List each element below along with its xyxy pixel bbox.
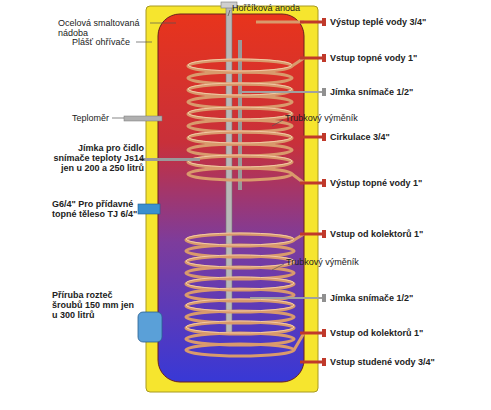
upper-coil-highlight: [188, 59, 292, 167]
sensor-pipe: [250, 297, 324, 299]
pipe-end: [322, 230, 326, 238]
part-label: Trubkový výměník: [286, 257, 366, 267]
leader-line: [112, 118, 124, 119]
thermometer: [124, 116, 162, 121]
part-label: Vstup topné vody 1": [330, 53, 490, 63]
pipe-end: [322, 133, 326, 141]
pipe-end: [322, 179, 326, 187]
pipe-end: [322, 88, 326, 96]
part-label: Trubkový výměník: [285, 113, 365, 123]
leader-line: [228, 10, 230, 16]
coil-turn: [186, 255, 294, 267]
part-label: Výstup topné vody 1": [330, 178, 490, 188]
leader-line: [136, 42, 152, 43]
leader-line: [272, 264, 284, 270]
coil-risers: [256, 22, 304, 350]
pipe-end: [322, 294, 326, 302]
pipe-end: [322, 18, 326, 26]
coil-turn: [188, 120, 292, 132]
coil-turn: [186, 233, 294, 245]
connection-pipe: [300, 21, 324, 24]
part-label: Jímka snímače 1/2": [330, 293, 490, 303]
pipe-end: [322, 358, 326, 366]
lower-coil: [186, 234, 294, 356]
lower-coil-highlight: [186, 233, 294, 333]
part-label: Hořčíková anoda: [232, 3, 322, 13]
coil-turn: [188, 59, 292, 71]
upper-coil: [188, 60, 292, 180]
part-label: Jímka snímače 1/2": [330, 87, 490, 97]
coil-turn: [188, 107, 292, 119]
leader-line: [150, 23, 176, 24]
coil-turn: [186, 321, 294, 333]
connection-pipe: [300, 57, 324, 60]
coil-turn: [186, 344, 294, 356]
part-label: Vstup studené vody 3/4": [330, 357, 490, 367]
coil-turn: [188, 72, 292, 84]
part-label: Vstup od kolektorů 1": [330, 229, 490, 239]
connection-pipe: [300, 332, 324, 335]
right-connections: [242, 22, 324, 362]
coil-turn: [188, 132, 292, 144]
connection-pipe: [300, 136, 324, 139]
coil-turn: [188, 108, 292, 120]
coil-turn: [188, 156, 292, 168]
part-label: Jímka pro čidlo snímače teploty Js14 jen…: [50, 143, 144, 173]
sensor-pipe: [242, 91, 324, 93]
part-label: Plášť ohřívače: [72, 37, 152, 47]
coil-turn: [188, 84, 292, 96]
coil-turn: [188, 96, 292, 108]
coil-turn: [188, 60, 292, 72]
part-label: Ocelová smaltovaná nádoba: [58, 18, 158, 38]
sensor-well-left: [140, 158, 200, 161]
leader-lines: [112, 10, 284, 270]
coil-turn: [188, 155, 292, 167]
coil-turn: [186, 277, 294, 289]
coil-turn: [188, 144, 292, 156]
hot-outlet-pipe: [256, 21, 304, 24]
leader-line: [272, 120, 283, 126]
part-label: Příruba rozteč šroubů 150 mm jen u 300 l…: [52, 290, 136, 320]
coil-riser: [294, 333, 304, 350]
coil-turn: [188, 83, 292, 95]
pipe-end: [322, 329, 326, 337]
pipe-ends: [322, 18, 326, 366]
heating-element-port: [138, 204, 160, 214]
coil-turn: [186, 299, 294, 311]
part-label: G6/4" Pro přídavné topné těleso TJ 6/4": [52, 199, 148, 219]
connection-pipe: [300, 361, 324, 364]
part-label: Vstup od kolektorů 1": [330, 328, 490, 338]
pipe-end: [322, 54, 326, 62]
coil-turn: [188, 168, 292, 180]
part-label: Teploměr: [72, 113, 132, 123]
connection-pipe: [300, 182, 324, 185]
flange: [138, 312, 162, 342]
part-label: Výstup teplé vody 3/4": [330, 17, 490, 27]
coil-turn: [188, 131, 292, 143]
part-label: Cirkulace 3/4": [330, 132, 490, 142]
connection-pipe: [300, 233, 324, 236]
